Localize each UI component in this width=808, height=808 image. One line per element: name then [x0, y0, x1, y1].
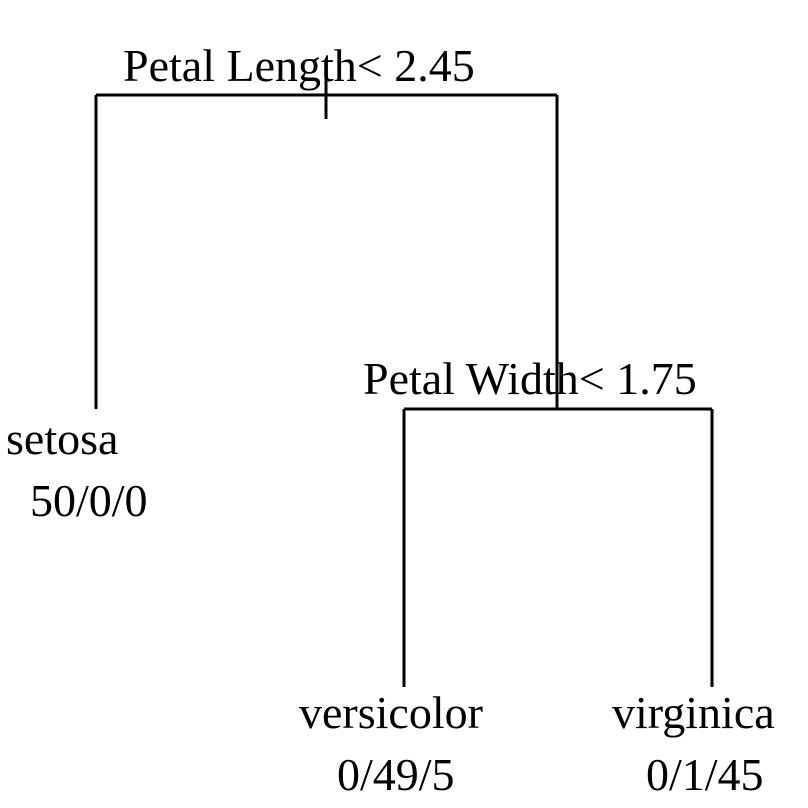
petal-width-split-label: Petal Width< 1.75 — [363, 353, 697, 404]
leaf-virginica-counts: 0/1/45 — [646, 749, 764, 800]
leaf-versicolor-class: versicolor — [299, 687, 483, 738]
root-split-label: Petal Length< 2.45 — [123, 40, 475, 91]
leaf-setosa-class: setosa — [6, 413, 119, 464]
leaf-versicolor-counts: 0/49/5 — [337, 749, 455, 800]
leaf-setosa-counts: 50/0/0 — [30, 475, 148, 526]
leaf-virginica-class: virginica — [612, 687, 775, 738]
